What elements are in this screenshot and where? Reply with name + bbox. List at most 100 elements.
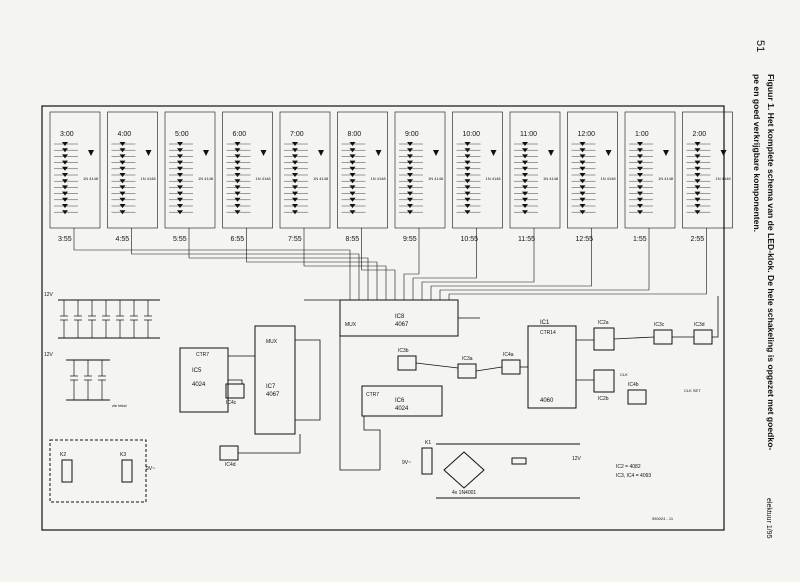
capacitor [60, 300, 68, 338]
gate-ic3d: IC3d [693, 322, 713, 345]
led-column-bottom-label: 12:55 [576, 236, 594, 243]
ic7-mux: MUX IC7 4067 [254, 325, 296, 435]
led-column-top-label: 5:00 [175, 131, 189, 138]
diode-label: 1N 4148 [371, 176, 387, 181]
relay-k3: K3 [120, 452, 126, 458]
relay-k2: K2 [60, 452, 66, 458]
bus-wire [430, 228, 592, 300]
bus-wiring [73, 228, 707, 300]
svg-text:IC3c: IC3c [654, 322, 665, 328]
clk-label: CLK [620, 372, 628, 377]
figure-code: 950024 - 11 [652, 516, 674, 521]
ic8-mux: MUX IC8 4067 [339, 299, 459, 337]
diode-label: 1N 4148 [601, 176, 617, 181]
capacitor [84, 360, 92, 400]
ic6-ctr-label: CTR7 [366, 392, 379, 398]
led-column-top-label: 10:00 [463, 131, 481, 138]
diode [375, 150, 382, 156]
capacitor [144, 300, 152, 338]
bus-wire [246, 228, 378, 300]
ic6-counter: CTR7 IC6 4024 [361, 385, 443, 417]
diode [720, 150, 727, 156]
gate-ic4c: IC4c [225, 383, 245, 406]
led-column-top-label: 1:00 [635, 131, 649, 138]
power-supply: K1 9V~ 4x 1N4001 12V [402, 440, 582, 499]
bus-wire [403, 228, 420, 300]
ic5-type: 4024 [192, 382, 206, 388]
relay-k1: K1 [425, 440, 431, 446]
ic1-name: IC1 [540, 320, 550, 326]
diode-label: 1N 4148 [83, 176, 99, 181]
ic8-name: IC8 [395, 314, 405, 320]
led-column-top-label: 6:00 [233, 131, 247, 138]
capacitor [116, 300, 124, 338]
decoupling-caps: 12V 12V zie tekst [44, 292, 160, 408]
ic7-name: IC7 [266, 384, 276, 390]
led-column-top-label: 8:00 [348, 131, 362, 138]
drawing-frame [41, 105, 725, 531]
ic1-oscillator: CTR14 IC1 4060 [527, 320, 577, 409]
diode-label: 1N 4148 [543, 176, 559, 181]
diode-label: 1N 4148 [313, 176, 329, 181]
diode-label: 1N 4148 [428, 176, 444, 181]
led-column-bottom-label: 4:55 [116, 236, 130, 243]
svg-text:IC4a: IC4a [503, 352, 514, 358]
bus-wire [448, 228, 707, 300]
led-column-top-label: 12:00 [578, 131, 596, 138]
diode [318, 150, 324, 156]
gate-ic3c: IC3c [653, 322, 673, 345]
led-column: 12:00 1N 4148 12:55 [567, 111, 618, 243]
capacitor [70, 360, 78, 400]
led-column-top-label: 3:00 [60, 131, 74, 138]
ic1-ctr-label: CTR14 [540, 330, 556, 336]
note-ic3-ic4: IC3, IC4 = 4093 [616, 473, 651, 479]
diode [433, 150, 439, 156]
capacitor [74, 300, 82, 338]
bus-wire [73, 228, 351, 300]
diode [490, 150, 497, 156]
led-column-bottom-label: 8:55 [346, 236, 360, 243]
diode [145, 150, 152, 156]
capacitor [102, 300, 110, 338]
diode [548, 150, 554, 156]
led-column-bottom-label: 5:55 [173, 236, 187, 243]
diode-label: 1N 4148 [486, 176, 502, 181]
diode [88, 150, 94, 156]
ic5-counter: CTR7 IC5 4024 [179, 347, 229, 413]
diode-label: 1N 4148 [256, 176, 272, 181]
gate-ic4d: IC4d [219, 445, 239, 468]
bus-wire [412, 228, 477, 300]
diode-label: 1N 4148 [141, 176, 157, 181]
ic1-type: 4060 [540, 398, 554, 404]
ic7-mux-label: MUX [266, 339, 278, 345]
bus-wire [188, 228, 369, 300]
led-column: 10:00 1N 4148 10:55 [452, 111, 503, 243]
bus-wire [361, 228, 396, 300]
svg-text:12V: 12V [44, 352, 54, 358]
svg-text:12V: 12V [572, 456, 582, 462]
led-column-bottom-label: 10:55 [461, 236, 479, 243]
ic7-type: 4067 [266, 392, 280, 398]
gate-ic2b: IC2b [593, 369, 615, 402]
diode [203, 150, 209, 156]
ic8-mux-label: MUX [345, 322, 357, 328]
led-column: 5:00 1N 4148 5:55 [164, 111, 216, 243]
bus-wire [439, 228, 650, 300]
svg-text:IC4c: IC4c [226, 400, 237, 406]
diode-label: 1N 4148 [658, 176, 674, 181]
svg-text:IC4b: IC4b [628, 382, 639, 388]
diode-label: 1N 4148 [198, 176, 214, 181]
led-column-bottom-label: 2:55 [691, 236, 705, 243]
svg-text:IC3b: IC3b [398, 348, 409, 354]
ic5-ctr-label: CTR7 [196, 352, 209, 358]
capacitor [130, 300, 138, 338]
ic6-name: IC6 [395, 398, 405, 404]
